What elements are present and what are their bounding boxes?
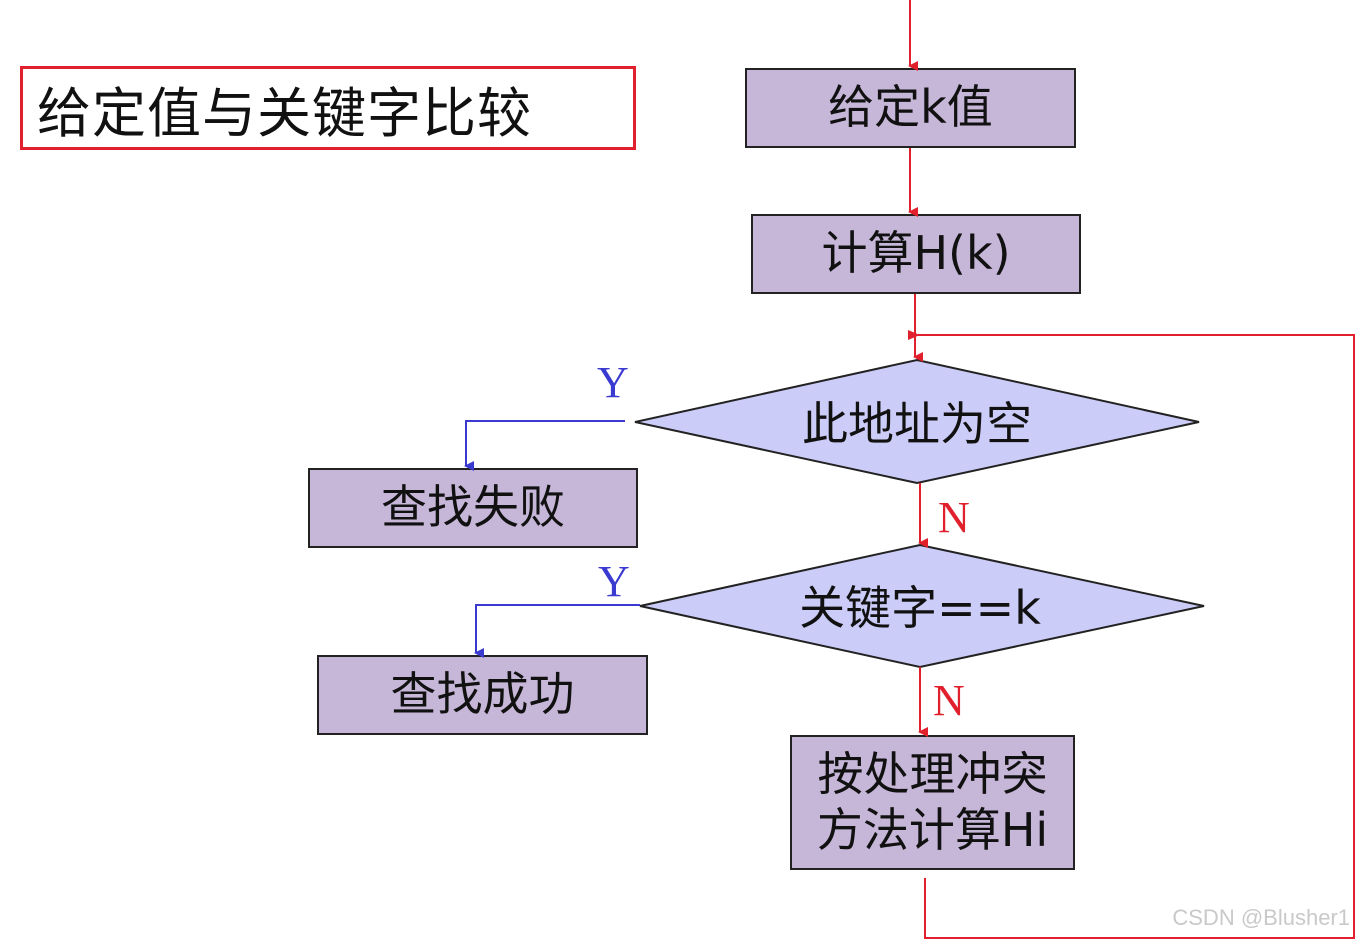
- diamond-key-equals-label: 关键字==k: [799, 581, 1041, 635]
- node-given-k-label: 给定k值: [828, 80, 993, 135]
- node-resolve-line1: 按处理冲突: [817, 747, 1048, 802]
- node-compute-h: 计算H(k): [751, 214, 1081, 294]
- node-search-fail: 查找失败: [308, 468, 638, 548]
- label-no-key: N: [933, 676, 965, 725]
- node-search-success: 查找成功: [317, 655, 648, 735]
- label-no-empty: N: [938, 493, 970, 542]
- arrow-key-yes: [474, 604, 640, 658]
- label-yes-empty: Y: [597, 358, 629, 407]
- diamond-address-empty: [634, 358, 1200, 485]
- diamond-address-empty-label: 此地址为空: [802, 397, 1032, 451]
- title-box: 给定值与关键字比较: [20, 66, 636, 150]
- arrow-empty-yes: [464, 420, 625, 471]
- node-search-success-label: 查找成功: [390, 667, 575, 722]
- arrow-loop-back: [908, 330, 1355, 939]
- node-resolve-line2: 方法计算Hi: [816, 802, 1049, 857]
- node-search-fail-label: 查找失败: [381, 480, 565, 535]
- node-compute-h-label: 计算H(k): [821, 226, 1011, 281]
- title-text: 给定值与关键字比较: [37, 81, 532, 145]
- label-yes-key: Y: [598, 557, 630, 606]
- node-resolve-collision: 按处理冲突 方法计算Hi: [790, 735, 1075, 870]
- node-given-k: 给定k值: [745, 68, 1076, 148]
- watermark: CSDN @Blusher1: [1172, 905, 1350, 930]
- diamond-key-equals: [639, 543, 1205, 669]
